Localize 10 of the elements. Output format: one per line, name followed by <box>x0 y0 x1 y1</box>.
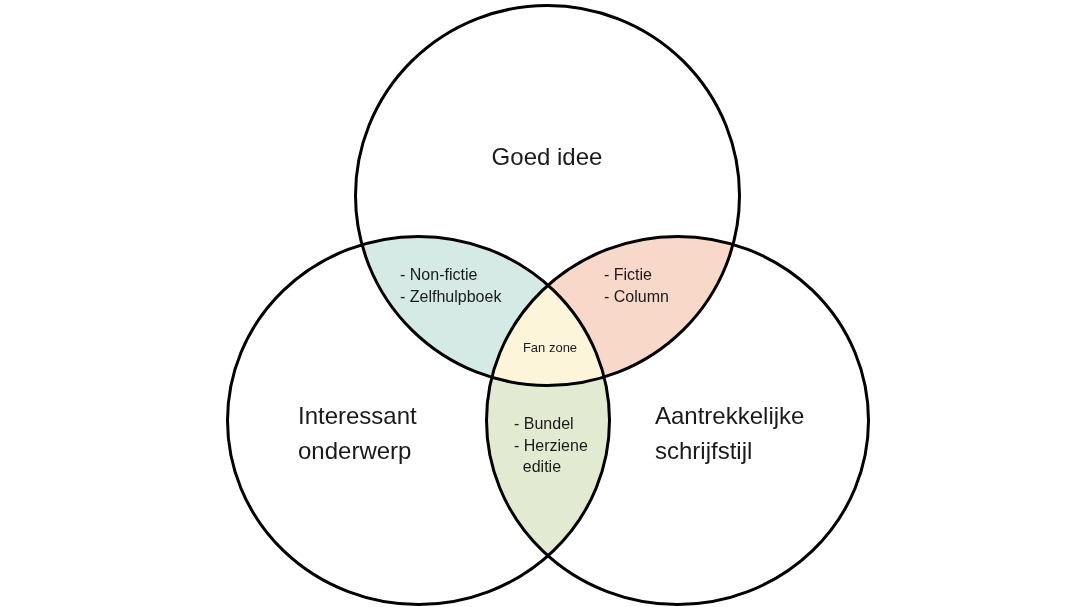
list-item: - Zelfhulpboek <box>400 287 502 307</box>
overlap-label: Fan zone <box>522 339 578 357</box>
list-item: - Fictie <box>604 265 652 285</box>
list-item: - Herziene editie <box>514 435 589 477</box>
set-label: Interessant onderwerp <box>298 401 418 466</box>
set-label: Aantrekkelijke schrijfstijl <box>655 401 806 466</box>
list-item: - Column <box>604 287 669 307</box>
set-label: Goed idee <box>491 142 603 172</box>
list-item: - Bundel <box>514 414 574 434</box>
list-item: - Non-fictie <box>400 265 478 285</box>
